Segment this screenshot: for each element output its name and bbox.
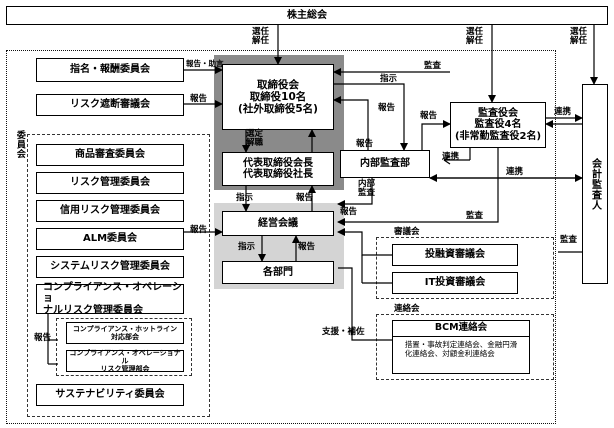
label-report-risk: 報告 [190,94,208,104]
label-report-ia-auditors: 報告 [420,111,438,121]
label-report-deliberation: 報告 [340,207,358,217]
it-investment-council: IT投資審議会 [392,272,518,294]
label-audit-mgmt: 監査 [466,211,484,221]
deliberation-label: 審議会 [394,227,420,237]
label-report-subcommittees: 報告 [34,333,52,343]
label-cooperate-ia-accounting: 連携 [506,167,524,177]
label-instruct-mgmt: 指示 [236,193,254,203]
label-internal-audit: 内部 監査 [358,179,376,199]
nomination-compensation-committee: 指名・報酬委員会 [36,58,184,82]
risk-council: リスク遮断審議会 [36,94,184,116]
audit-board: 監査役会監査役4名(非常勤監査役2名) [450,102,546,148]
committee-product-review: 商品審査委員会 [36,144,184,166]
label-cooperate-auditor: 連携 [554,107,572,117]
label-cooperate-ia: 連携 [442,152,460,162]
label-report-depts: 報告 [298,242,316,252]
internal-audit-department: 内部監査部 [340,150,430,178]
label-audit-accounting: 監査 [560,235,578,245]
subcommittee-hotline: コンプライアンス・ホットライン 対応部会 [66,322,184,344]
committee-credit-risk: 信用リスク管理委員会 [36,200,184,222]
shareholders-meeting: 株主総会 [6,6,608,25]
committee-sustainability: サステナビリティ委員会 [36,384,184,406]
deliberation-group [376,237,554,299]
label-support: 支援・補佐 [322,327,365,337]
committee-risk-management: リスク管理委員会 [36,172,184,194]
label-elect-accounting: 選任 解任 [570,27,588,47]
bcm-liaison: BCM連絡会 措置・事故判定連絡会、金融円滑 化連絡会、対顧金利連絡会 [392,320,530,374]
label-elect-auditors: 選任 解任 [466,27,484,47]
committee-system-risk: システムリスク管理委員会 [36,256,184,278]
label-report-ia-board: 報告 [378,103,396,113]
label-audit-board: 監査 [424,61,442,71]
label-report-mgmt: 報告 [296,193,314,203]
departments: 各部門 [222,261,334,284]
committees-group [27,134,210,417]
committee-alm: ALM委員会 [36,228,184,250]
board-of-directors: 取締役会取締役10名(社外取締役5名) [222,64,334,130]
label-report-committees: 報告 [190,225,208,235]
label-report-advice: 報告・助言 [186,59,224,68]
liaison-label: 連絡会 [394,304,420,314]
company-boundary [6,50,556,424]
label-elect-board: 選任 解任 [252,27,270,47]
accounting-auditor: 会計監査人 [582,84,608,284]
management-meeting: 経営会議 [222,211,334,236]
committee-compliance-operational: コンプライアンス・オペレーショ ナルリスク管理委員会 [36,282,184,316]
subcommittee-operational-risk: コンプライアンス・オペレーショナル リスク管理部会 [66,349,184,373]
representative-directors: 代表取締役会長代表取締役社長 [222,152,334,186]
label-report-reps: 報告 [356,139,374,149]
label-instruct-depts: 指示 [238,242,256,252]
label-instruct-audit: 指示 [380,74,398,84]
investment-council: 投融資審議会 [392,244,518,266]
subcommittee-group [56,318,192,376]
committees-label: 委員会 [14,130,25,159]
liaison-group [376,314,554,380]
label-select-dismiss: 選定 解職 [246,129,264,149]
